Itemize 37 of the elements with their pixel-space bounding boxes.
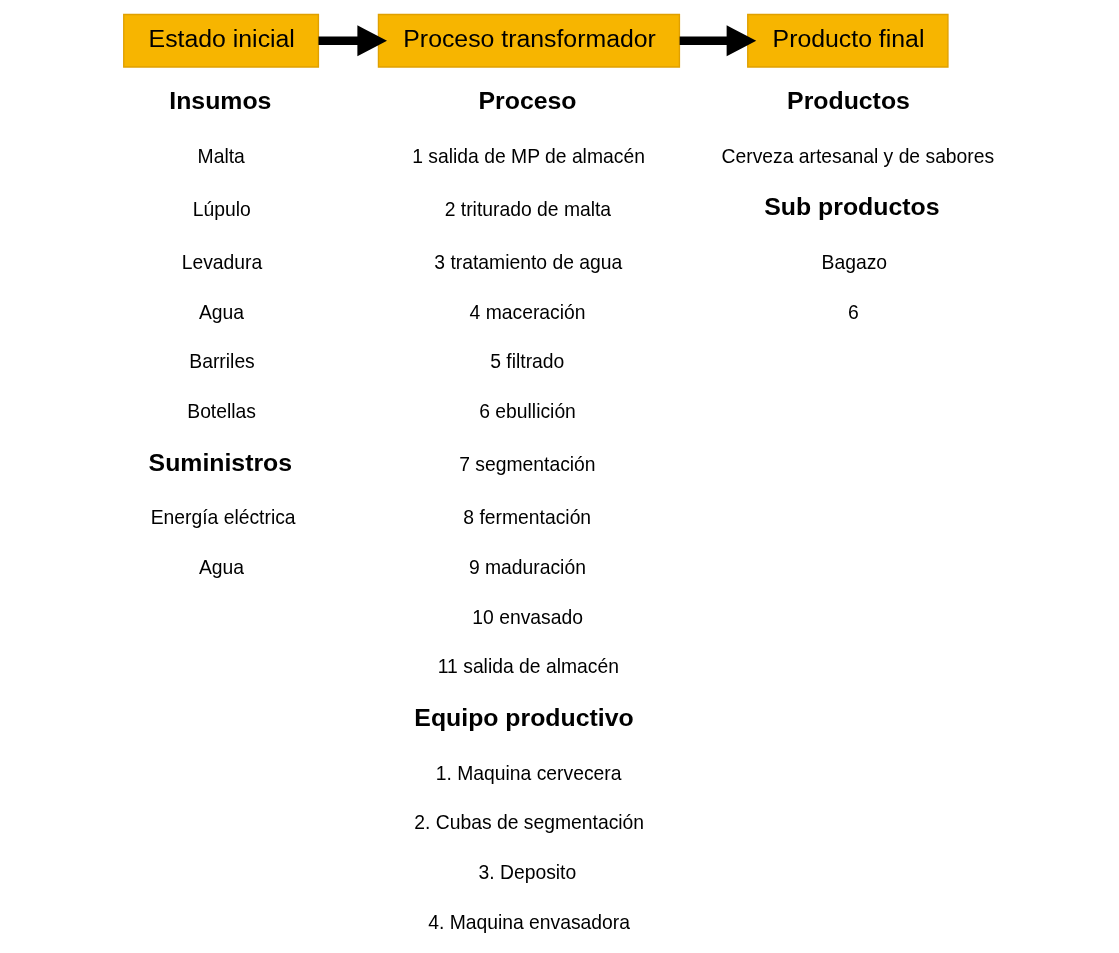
label: Insumos	[168, 86, 271, 114]
label: Levadura	[181, 251, 262, 273]
label: 5 filtrado	[489, 350, 564, 372]
label: Agua	[198, 301, 244, 323]
label: Equipo productivo	[413, 703, 634, 731]
label: 11 salida de almacén	[437, 655, 619, 677]
label: Barriles	[188, 350, 255, 372]
label: 9 maduración	[468, 556, 586, 578]
label: 2 triturado de malta	[444, 198, 611, 220]
label: Sub productos	[763, 192, 939, 220]
label: 4. Maquina envasadora	[427, 911, 630, 933]
label: Lúpulo	[192, 198, 251, 220]
arrow	[679, 24, 756, 56]
node-box: Proceso transformador	[377, 13, 680, 68]
label: 10 envasado	[471, 606, 583, 628]
label: Cerveza artesanal y de sabores	[721, 145, 994, 167]
label: 2. Cubas de segmentación	[413, 811, 644, 833]
arrow	[318, 24, 387, 56]
label: Productos	[786, 86, 910, 114]
label: Agua	[198, 556, 244, 578]
label: Proceso	[478, 86, 577, 114]
label: 1 salida de MP de almacén	[411, 145, 645, 167]
label: Malta	[197, 145, 245, 167]
label: 3 tratamiento de agua	[433, 251, 622, 273]
label: 8 fermentación	[462, 506, 591, 528]
label: 6	[847, 301, 859, 323]
label: 7 segmentación	[458, 453, 596, 475]
label: Energía eléctrica	[150, 506, 296, 528]
node-box: Estado inicial	[122, 13, 319, 68]
label: 3. Deposito	[478, 861, 576, 883]
label: Botellas	[186, 400, 256, 422]
label: 6 ebullición	[478, 400, 576, 422]
label: 4 maceración	[469, 301, 586, 323]
label: 1. Maquina cervecera	[435, 762, 621, 784]
label: Bagazo	[821, 251, 887, 273]
label: Suministros	[148, 448, 292, 476]
node-box: Producto final	[746, 13, 949, 68]
